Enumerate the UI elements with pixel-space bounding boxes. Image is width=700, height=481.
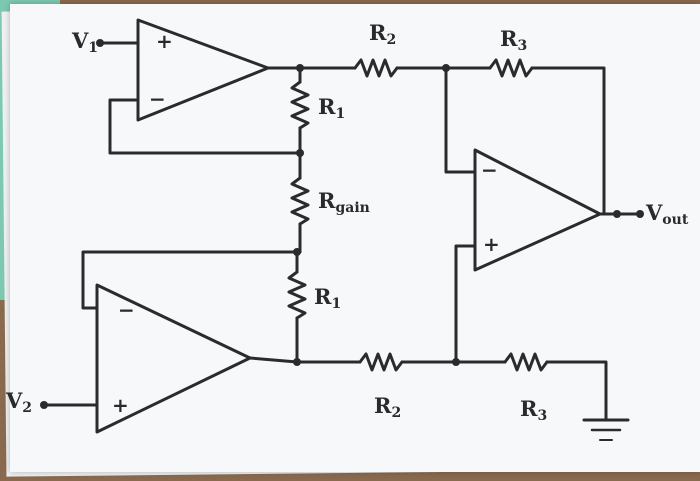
u1-minus-sign: −	[149, 87, 166, 111]
junction-dot	[613, 210, 621, 218]
label-r1-top: R1	[318, 94, 346, 122]
junction-dot	[442, 64, 450, 72]
junction-dot	[452, 358, 460, 366]
label-r2-bottom: R2	[374, 393, 402, 421]
label-r2-top: R2	[369, 20, 397, 48]
wire-node-to-u3-minus	[444, 66, 477, 174]
ground-icon	[582, 418, 630, 441]
resistor-r2-top	[353, 58, 399, 78]
junction-dot	[293, 248, 301, 256]
resistor-rgain	[290, 176, 310, 226]
resistor-r3-bottom	[503, 352, 549, 372]
resistor-r1-bottom	[287, 270, 307, 320]
opamp-u1	[136, 18, 270, 122]
junction-dot	[296, 149, 304, 157]
junction-dot	[293, 358, 301, 366]
opamp-u3	[473, 148, 602, 272]
resistor-r1-top	[290, 80, 310, 130]
u2-minus-sign: −	[118, 298, 135, 322]
wire-r3-feedback	[530, 66, 606, 216]
u3-minus-sign: −	[481, 158, 498, 182]
junction-dot	[40, 401, 48, 409]
paper-sheet	[10, 4, 700, 472]
label-vout: Vout	[646, 200, 689, 228]
wire-r3b-to-ground	[545, 360, 608, 422]
label-rgain: Rgain	[318, 188, 370, 216]
resistor-r3-top	[488, 58, 534, 78]
junction-dot	[636, 210, 644, 218]
label-r1-bottom: R1	[314, 284, 342, 312]
label-r3-bottom: R3	[520, 396, 548, 424]
junction-dot	[296, 64, 304, 72]
u3-plus-sign: +	[483, 232, 500, 256]
label-v2: V2	[6, 388, 33, 416]
junction-dot	[96, 39, 104, 47]
opamp-u2	[95, 283, 252, 434]
label-v1: V1	[72, 28, 99, 56]
wire-node-to-u3-plus	[454, 244, 477, 364]
u1-plus-sign: +	[156, 29, 173, 53]
wire-u2-feedback	[81, 250, 299, 310]
wire-u2-output	[248, 356, 299, 364]
label-r3-top: R3	[500, 26, 528, 54]
wire-u1-feedback	[108, 98, 302, 155]
resistor-r2-bottom	[358, 352, 404, 372]
u2-plus-sign: +	[112, 393, 129, 417]
